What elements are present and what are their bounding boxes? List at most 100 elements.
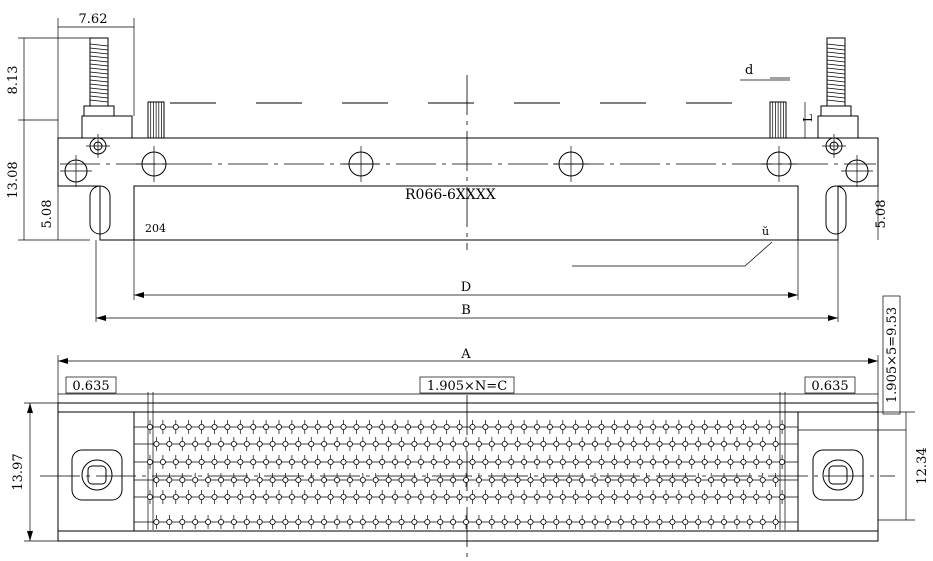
- pin: [333, 476, 340, 483]
- pin: [759, 519, 766, 526]
- dim-pitch-formula: 1.905×N=C: [427, 379, 507, 394]
- dim-screw-width: 7.62: [79, 12, 108, 27]
- pin: [772, 440, 779, 447]
- pin: [495, 423, 502, 430]
- right-leg: [825, 185, 847, 235]
- pin: [159, 493, 166, 500]
- pin: [172, 493, 179, 500]
- pin: [527, 476, 534, 483]
- pin: [359, 519, 366, 526]
- pin: [721, 519, 728, 526]
- pin: [688, 493, 695, 500]
- pin: [669, 440, 676, 447]
- pin: [688, 423, 695, 430]
- pin: [488, 476, 495, 483]
- pin: [269, 440, 276, 447]
- pin: [663, 493, 670, 500]
- pin: [243, 476, 250, 483]
- pin: [333, 440, 340, 447]
- dim-B: B: [461, 303, 471, 318]
- pin: [572, 423, 579, 430]
- pin: [579, 440, 586, 447]
- pin: [721, 440, 728, 447]
- pin: [598, 458, 605, 465]
- pin: [269, 519, 276, 526]
- pin: [585, 458, 592, 465]
- pin: [198, 423, 205, 430]
- pin: [314, 423, 321, 430]
- pin: [488, 440, 495, 447]
- pin: [366, 493, 373, 500]
- pin: [527, 519, 534, 526]
- pin: [398, 519, 405, 526]
- pin: [295, 476, 302, 483]
- pin: [540, 440, 547, 447]
- pin: [346, 440, 353, 447]
- pin: [514, 476, 521, 483]
- pin: [392, 423, 399, 430]
- pin: [759, 440, 766, 447]
- pin: [695, 440, 702, 447]
- pin: [733, 519, 740, 526]
- dim-l: L: [801, 114, 815, 122]
- pin: [656, 519, 663, 526]
- pin: [495, 458, 502, 465]
- dim-body-height: 13.08: [6, 161, 21, 198]
- pin: [166, 440, 173, 447]
- pin: [475, 519, 482, 526]
- pin: [146, 423, 153, 430]
- pin: [740, 493, 747, 500]
- pin: [585, 493, 592, 500]
- dim-margin-right: 0.635: [811, 379, 848, 394]
- pin: [205, 519, 212, 526]
- pin: [295, 519, 302, 526]
- pin: [688, 458, 695, 465]
- pin: [766, 458, 773, 465]
- pin: [443, 493, 450, 500]
- pin: [475, 476, 482, 483]
- pin: [450, 440, 457, 447]
- pin: [172, 423, 179, 430]
- pin: [179, 476, 186, 483]
- pin: [288, 458, 295, 465]
- pin: [701, 423, 708, 430]
- pin: [237, 493, 244, 500]
- pin: [346, 519, 353, 526]
- pin: [650, 423, 657, 430]
- pin: [146, 458, 153, 465]
- pin: [695, 519, 702, 526]
- pin: [417, 493, 424, 500]
- pin: [566, 476, 573, 483]
- dim-screw-height: 8.13: [6, 66, 21, 95]
- pin: [359, 440, 366, 447]
- pin: [501, 519, 508, 526]
- left-leg: [89, 185, 111, 235]
- pin: [540, 519, 547, 526]
- pin: [501, 476, 508, 483]
- pin: [346, 476, 353, 483]
- pin: [611, 458, 618, 465]
- pin: [275, 458, 282, 465]
- pin: [637, 493, 644, 500]
- pin: [501, 440, 508, 447]
- pin: [592, 440, 599, 447]
- pin: [766, 423, 773, 430]
- pin: [746, 440, 753, 447]
- pin: [333, 519, 340, 526]
- pin: [250, 493, 257, 500]
- pin: [469, 458, 476, 465]
- pin: [185, 493, 192, 500]
- pin: [779, 493, 786, 500]
- pin: [314, 493, 321, 500]
- pin: [392, 493, 399, 500]
- pin: [772, 519, 779, 526]
- pin: [224, 458, 231, 465]
- pin: [166, 519, 173, 526]
- left-contact-stack: [147, 101, 165, 139]
- pin: [650, 493, 657, 500]
- pin: [553, 440, 560, 447]
- pin: [321, 476, 328, 483]
- pin: [308, 519, 315, 526]
- pin: [443, 423, 450, 430]
- pin: [772, 476, 779, 483]
